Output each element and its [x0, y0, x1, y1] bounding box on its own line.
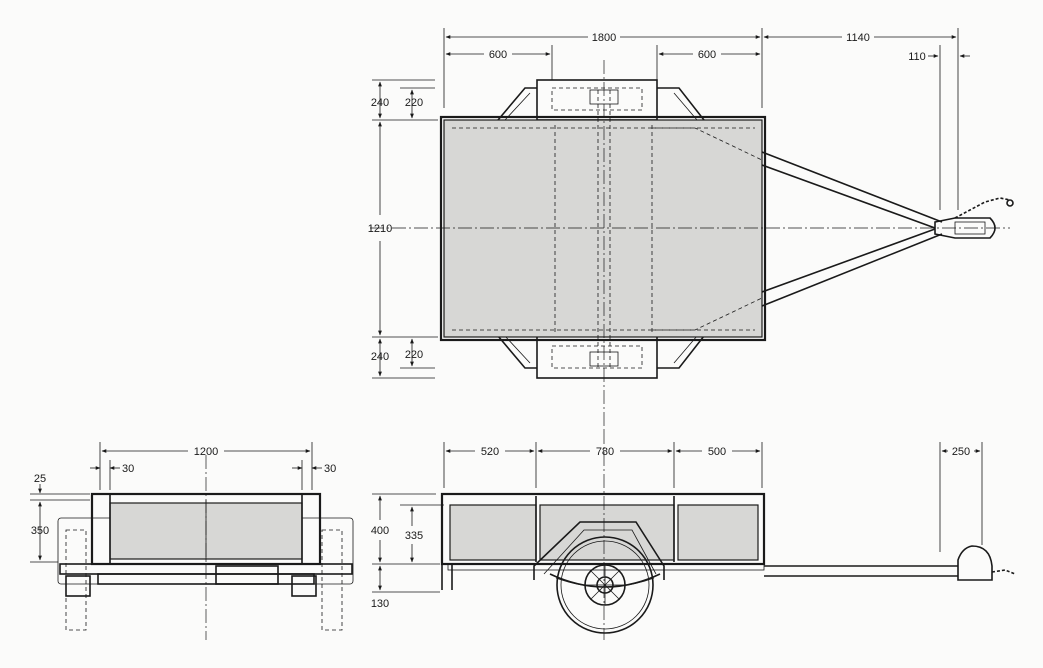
dim-jockey: 250	[952, 446, 970, 458]
dim-mid-section: 780	[596, 446, 614, 458]
dim-fender-top-outer: 240	[371, 97, 389, 109]
dim-rear-width: 1200	[194, 446, 218, 458]
rear-view	[57, 455, 354, 640]
dim-side-height: 400	[371, 525, 389, 537]
dim-drawbar-length: 1140	[846, 32, 870, 44]
dim-ground-clearance: 130	[371, 598, 389, 610]
side-view	[440, 430, 1016, 640]
wheel-tire	[556, 536, 654, 634]
dim-deck-width: 1210	[368, 223, 392, 235]
dim-fender-bottom-outer: 240	[371, 351, 389, 363]
top-fender-lower	[536, 335, 658, 379]
top-fender-upper	[536, 79, 658, 121]
top-view-dimensions: 1800 1140 600 600 110 240 220 1210 240 2…	[368, 28, 970, 379]
coupler-head	[934, 217, 996, 239]
side-panel-mesh-front	[449, 504, 537, 561]
dim-left-post: 30	[122, 463, 134, 475]
side-panel-mesh-mid	[539, 504, 675, 561]
top-view	[370, 60, 1014, 430]
dim-fender-top-inner: 220	[405, 97, 423, 109]
dim-coupler: 110	[908, 51, 926, 63]
dim-rear-rim: 25	[34, 473, 46, 485]
dim-right-offset: 600	[698, 49, 716, 61]
dim-right-post: 30	[324, 463, 336, 475]
dim-rear-height: 350	[31, 525, 49, 537]
dim-front-section: 520	[481, 446, 499, 458]
dim-rear-section: 500	[708, 446, 726, 458]
side-panel-mesh-rear	[677, 504, 759, 561]
trailer-deck-mesh	[443, 119, 763, 338]
dim-fender-bottom-inner: 220	[405, 349, 423, 361]
dim-overall-length: 1800	[592, 32, 616, 44]
dim-left-offset: 600	[489, 49, 507, 61]
side-view-dimensions: 520 780 500 250 400 335 130	[371, 442, 983, 610]
coupler-side	[957, 545, 993, 581]
side-fender	[533, 521, 665, 580]
rear-view-dimensions: 1200 30 30 25 350	[30, 442, 336, 563]
dim-panel-height: 335	[405, 530, 423, 542]
